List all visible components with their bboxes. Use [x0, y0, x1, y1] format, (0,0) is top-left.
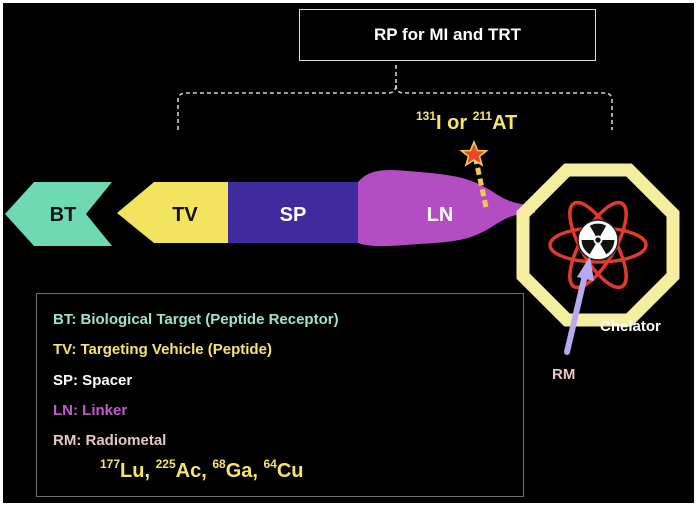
tv-label: TV [172, 204, 198, 226]
legend-item-sp: SP: Spacer [53, 372, 132, 389]
isotope-symbol: Cu [276, 460, 304, 482]
tv-segment [117, 182, 228, 243]
legend-text: Radiometal [81, 432, 167, 449]
iodine-symbol: I [436, 112, 442, 134]
legend-text: Targeting Vehicle (Peptide) [76, 341, 272, 358]
radiohalogen-label: 131I or 211AT [416, 109, 518, 135]
isotope-mass: 64 [263, 457, 277, 471]
title-box: RP for MI and TRT [299, 9, 596, 61]
legend-item-tv: TV: Targeting Vehicle (Peptide) [53, 341, 272, 358]
legend-item-ln: LN: Linker [53, 402, 127, 419]
astatine-mass: 211 [472, 109, 493, 123]
isotope-separator: , [252, 460, 264, 482]
isotope-mass: 225 [155, 457, 176, 471]
radiometal-list: 177Lu, 225Ac, 68Ga, 64Cu [100, 457, 304, 483]
rm-arrow [564, 256, 594, 355]
isotope-symbol: Lu [120, 460, 145, 482]
legend-item-rm: RM: Radiometal [53, 432, 166, 449]
radiation-trefoil-icon [577, 219, 619, 261]
bt-segment [5, 182, 112, 246]
rm-label: RM [552, 366, 576, 383]
chelator-label: Chelator [600, 318, 661, 335]
legend-key: BT: [53, 311, 77, 328]
diagram-title: RP for MI and TRT [373, 25, 521, 44]
legend-key: LN: [53, 402, 78, 419]
chelator-octagon [516, 163, 680, 327]
isotope-separator: , [201, 460, 213, 482]
iodine-mass: 131 [416, 109, 437, 123]
bt-label: BT [50, 204, 77, 226]
legend-key: TV: [53, 341, 77, 358]
legend-text: Spacer [78, 372, 133, 389]
isotope-symbol: Ga [225, 460, 253, 482]
sp-label: SP [280, 204, 307, 226]
ln-label: LN [427, 204, 454, 226]
star-icon [459, 139, 489, 167]
legend-key: SP: [53, 372, 79, 389]
isotope-mass: 177 [100, 457, 121, 471]
legend-box [36, 293, 524, 497]
radiohalogen-bond [473, 159, 489, 208]
isotope-mass: 68 [212, 457, 226, 471]
isotope-separator: , [144, 460, 156, 482]
background-panel [3, 3, 694, 503]
sp-segment [228, 182, 358, 243]
legend-item-bt: BT: Biological Target (Peptide Receptor) [53, 311, 339, 328]
radiohalogen-joiner: or [441, 112, 473, 134]
isotope-symbol: Ac [175, 460, 202, 482]
legend-text: Biological Target (Peptide Receptor) [76, 311, 339, 328]
dashed-bracket [177, 62, 613, 130]
legend-key: RM: [53, 432, 82, 449]
legend-text: Linker [78, 402, 128, 419]
astatine-symbol: AT [492, 112, 518, 134]
ln-segment [358, 170, 535, 247]
